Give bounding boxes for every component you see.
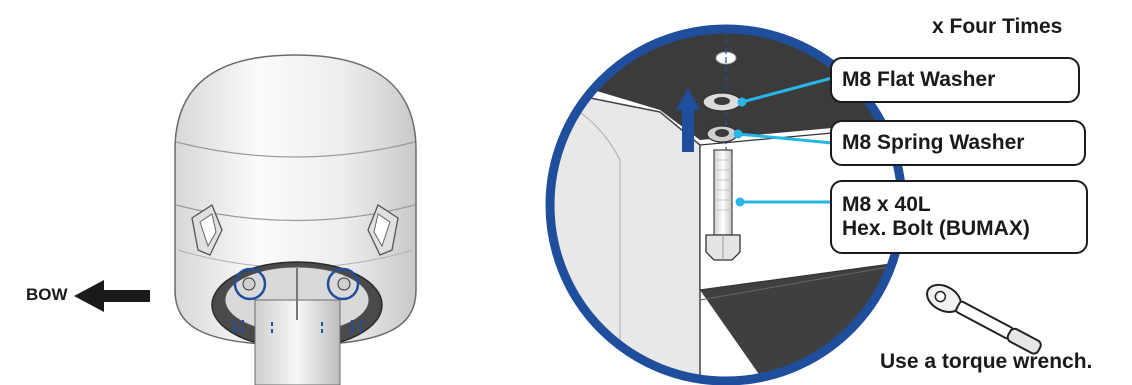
spring-washer-callout: M8 Spring Washer	[830, 120, 1086, 166]
spring-washer-part	[707, 126, 737, 142]
bow-label: BOW	[26, 285, 68, 305]
bolt-label-type: Hex. Bolt (BUMAX)	[842, 217, 1030, 241]
arrow-left-icon	[74, 280, 150, 312]
repeat-note: x Four Times	[932, 15, 1062, 39]
bolt-label-size: M8 x 40L	[842, 193, 1030, 217]
flat-washer-label: M8 Flat Washer	[842, 68, 995, 92]
flat-washer-part	[703, 93, 741, 111]
radome-unit	[175, 55, 416, 385]
flat-washer-callout: M8 Flat Washer	[830, 57, 1080, 103]
torque-note: Use a torque wrench.	[880, 350, 1092, 374]
torque-wrench-icon	[922, 279, 1045, 359]
spring-washer-label: M8 Spring Washer	[842, 131, 1024, 155]
bolt-callout: M8 x 40L Hex. Bolt (BUMAX)	[830, 180, 1088, 254]
